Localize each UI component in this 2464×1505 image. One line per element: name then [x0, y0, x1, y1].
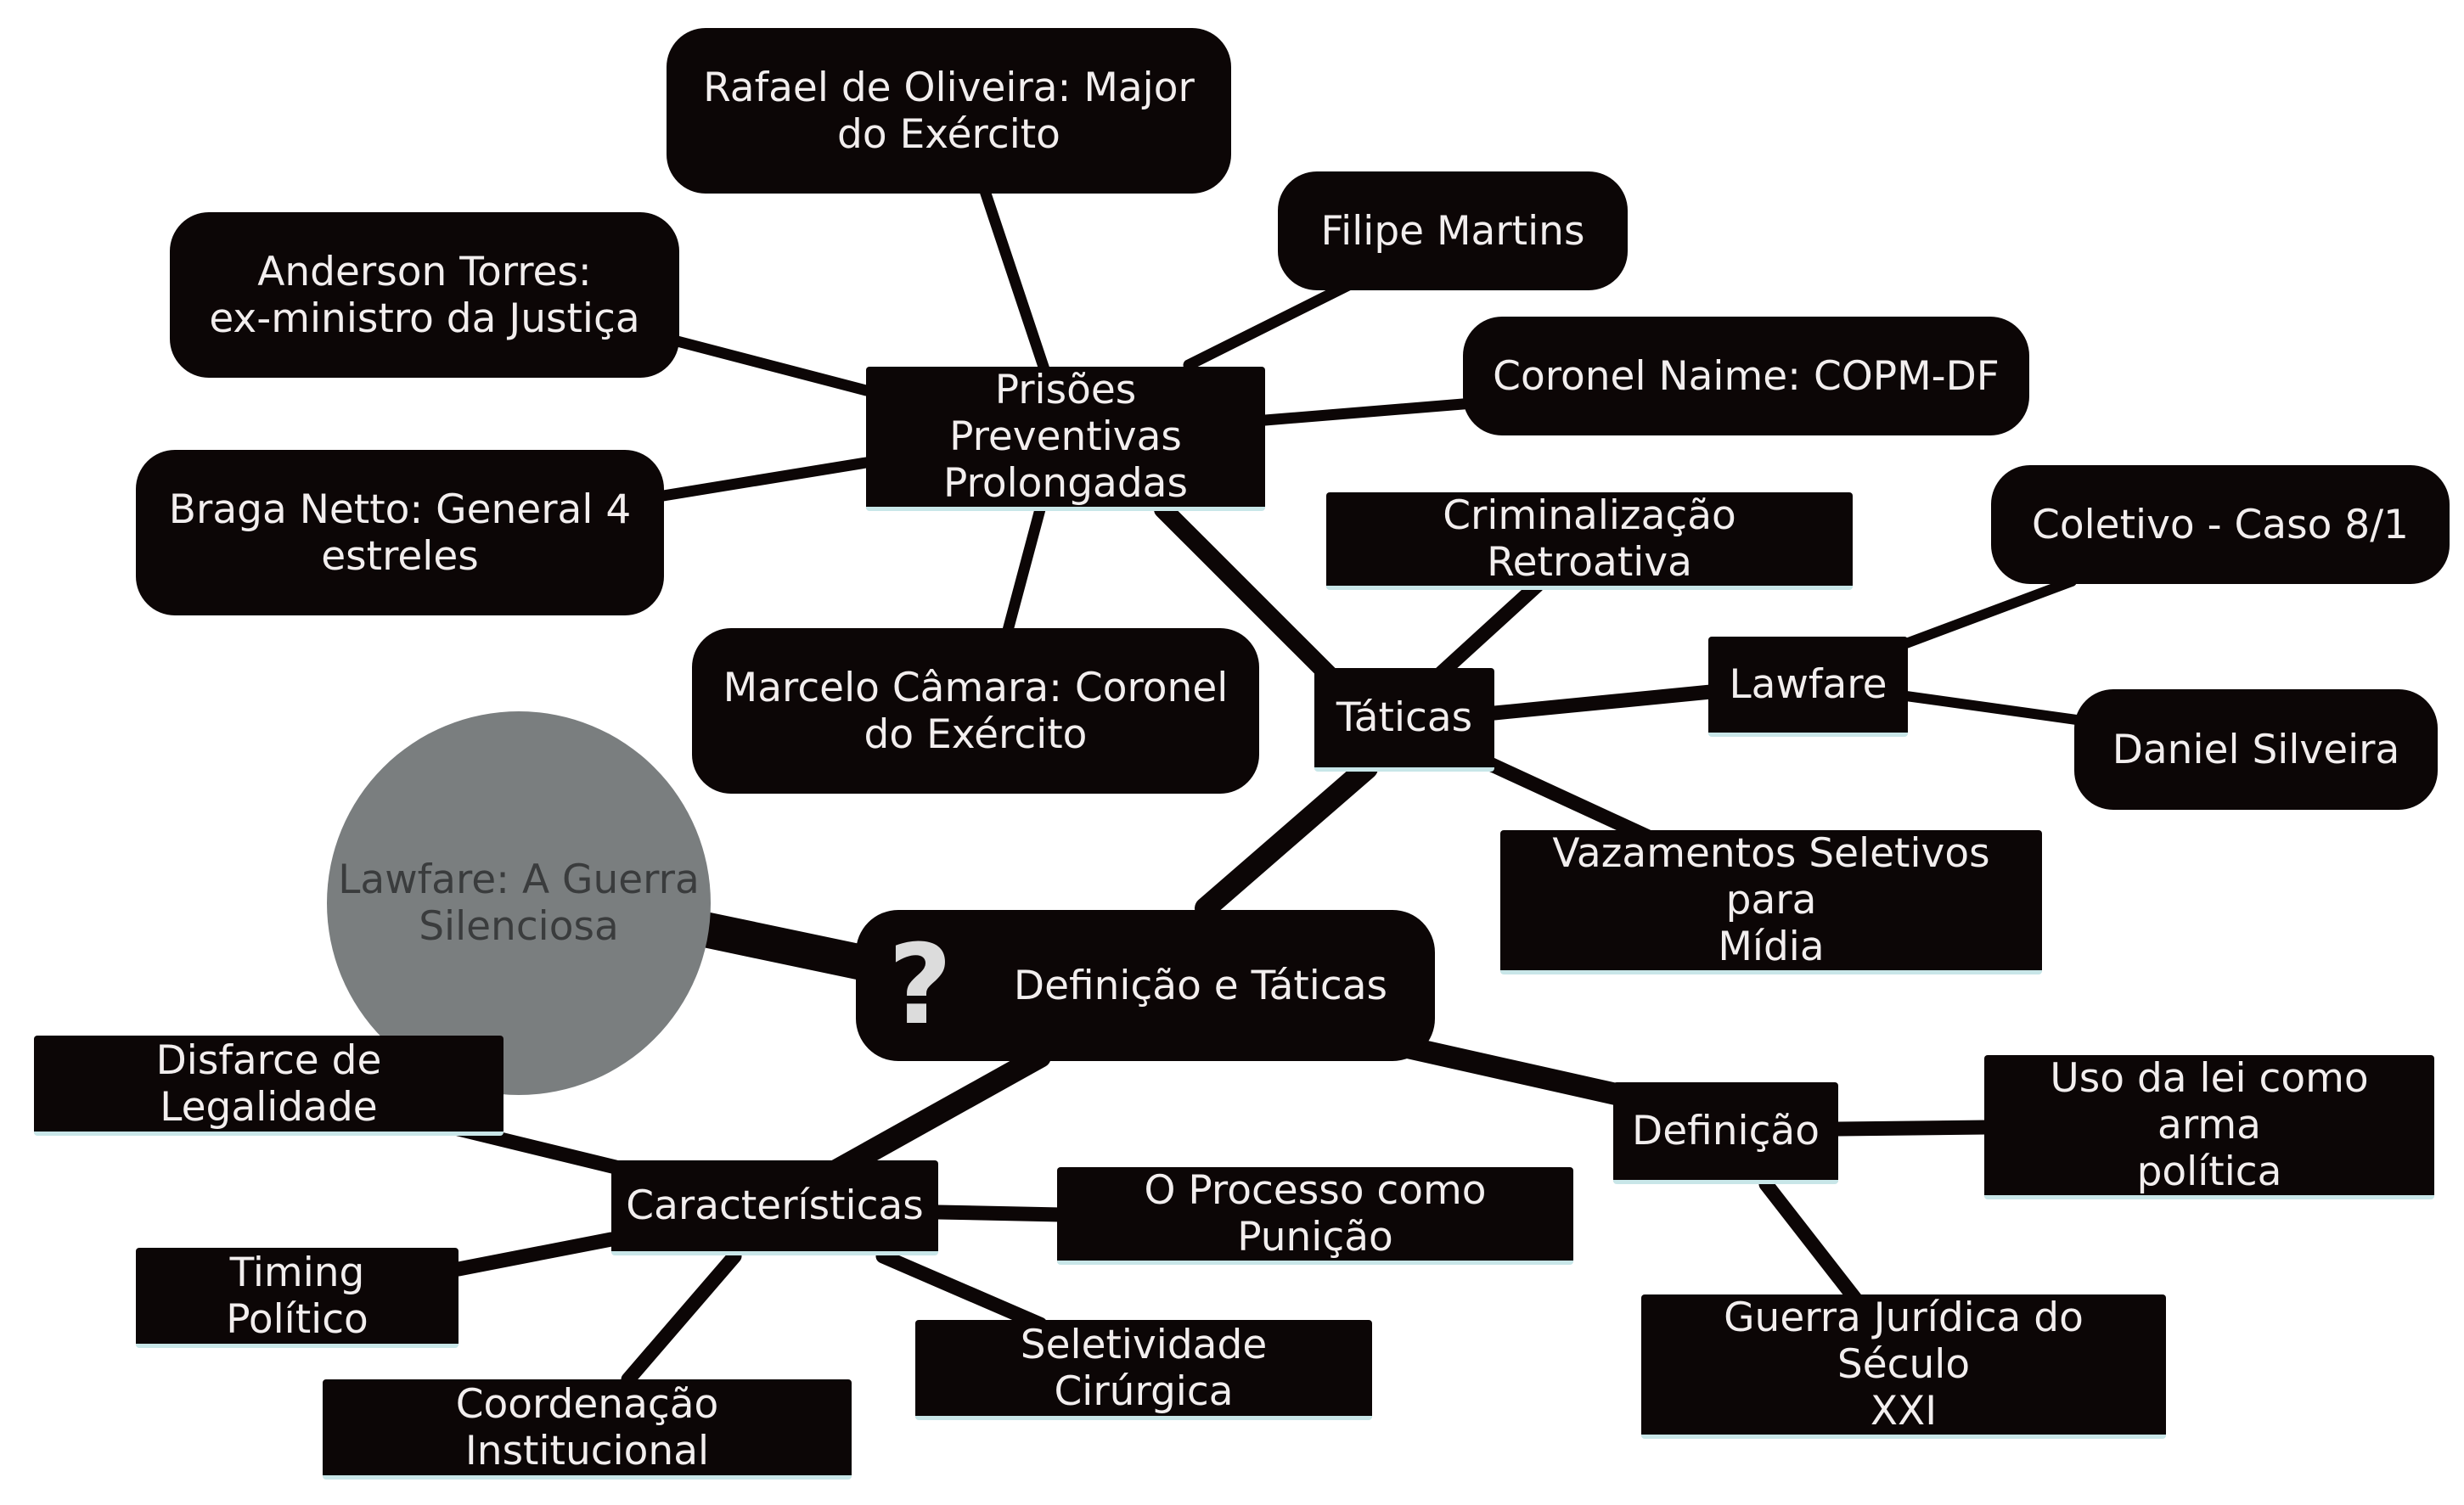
- topic-timing[interactable]: Timing Político: [136, 1248, 458, 1348]
- topic-filipe[interactable]: Filipe Martins: [1278, 171, 1628, 290]
- topic-disfarce[interactable]: Disfarce de Legalidade: [34, 1036, 503, 1136]
- edge-prisoes-anderson: [665, 334, 872, 396]
- edge-lawfare-daniel: [1901, 691, 2094, 727]
- topic-criminalizacao[interactable]: Criminalização Retroativa: [1326, 492, 1853, 590]
- edge-central-caracteristicas: [808, 1046, 1051, 1191]
- topic-daniel[interactable]: Daniel Silveira: [2074, 689, 2438, 810]
- edge-prisoes-marcelo: [1000, 503, 1046, 643]
- edge-definicao-guerra: [1758, 1176, 1863, 1306]
- branch-taticas[interactable]: Táticas: [1314, 668, 1494, 772]
- central-topic[interactable]: Definição e Táticas: [856, 910, 1435, 1061]
- edge-prisoes-braga: [652, 457, 872, 503]
- central-topic-label: Definição e Táticas: [1013, 962, 1387, 1009]
- edge-taticas-criminalizacao: [1432, 578, 1544, 682]
- edge-taticas-lawfare: [1487, 684, 1719, 721]
- branch-definicao[interactable]: Definição: [1613, 1082, 1838, 1184]
- edge-carac-seletividade: [875, 1249, 1048, 1332]
- edge-prisoes-rafael: [979, 185, 1050, 375]
- edge-central-taticas: [1195, 757, 1378, 919]
- edge-central-definicao: [1381, 1033, 1650, 1110]
- edge-carac-coordenacao: [621, 1249, 742, 1387]
- topic-lawfare[interactable]: Lawfare: [1708, 637, 1908, 737]
- edge-taticas-vazamentos: [1482, 756, 1663, 848]
- topic-naime[interactable]: Coronel Naime: COPM-DF: [1463, 317, 2029, 435]
- topic-coletivo[interactable]: Coletivo - Caso 8/1: [1991, 465, 2450, 584]
- edge-definicao-uso: [1831, 1120, 1994, 1137]
- topic-anderson[interactable]: Anderson Torres: ex-ministro da Justiça: [170, 212, 679, 378]
- topic-vazamentos[interactable]: Vazamentos Seletivos para Mídia: [1500, 830, 2042, 974]
- topic-braga[interactable]: Braga Netto: General 4 estreles: [136, 450, 664, 615]
- edge-carac-processo: [931, 1205, 1069, 1222]
- edge-prisoes-naime: [1259, 397, 1479, 426]
- edge-prisoes-filipe: [1183, 278, 1356, 371]
- root-topic[interactable]: Lawfare: A Guerra Silenciosa: [327, 711, 711, 1095]
- topic-uso-lei[interactable]: Uso da lei como arma política: [1984, 1055, 2434, 1199]
- topic-rafael[interactable]: Rafael de Oliveira: Major do Exército: [667, 28, 1231, 194]
- topic-marcelo[interactable]: Marcelo Câmara: Coronel do Exército: [692, 628, 1259, 794]
- edge-root-central: [687, 912, 884, 981]
- edge-taticas-prisoes: [1154, 500, 1342, 688]
- topic-seletividade[interactable]: Seletividade Cirúrgica: [915, 1320, 1372, 1420]
- topic-coordenacao[interactable]: Coordenação Institucional: [323, 1379, 852, 1480]
- question-mark-icon: ?: [888, 920, 953, 1049]
- topic-processo[interactable]: O Processo como Punição: [1057, 1167, 1573, 1265]
- edge-carac-timing: [451, 1232, 619, 1277]
- branch-caracteristicas[interactable]: Características: [611, 1160, 938, 1255]
- edge-lawfare-coletivo: [1901, 576, 2077, 649]
- topic-guerra-juridica[interactable]: Guerra Jurídica do Século XXI: [1641, 1294, 2166, 1439]
- branch-prisoes[interactable]: Prisões Preventivas Prolongadas: [866, 367, 1265, 511]
